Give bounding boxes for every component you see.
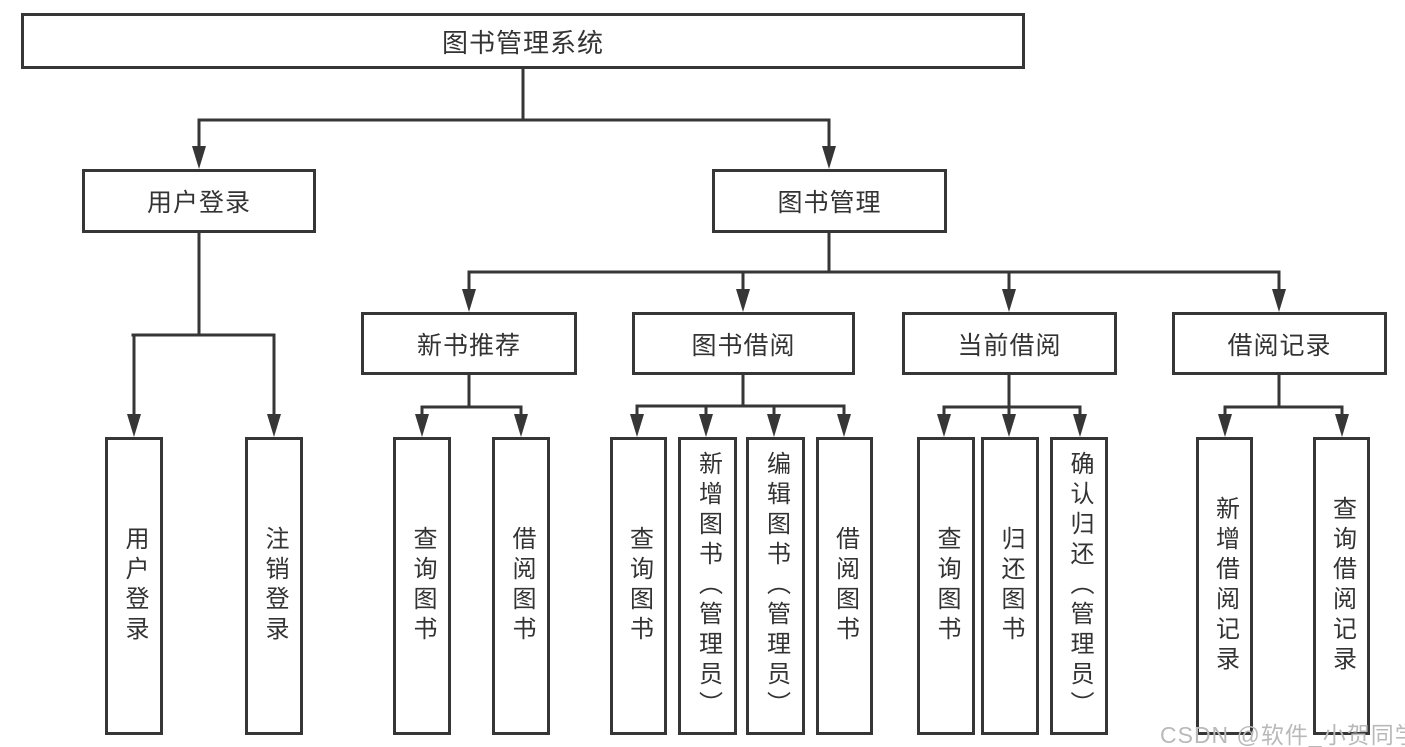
- leaf-query-book-borrow: 查询图书: [610, 437, 667, 735]
- node-root-system: 图书管理系统: [21, 13, 1025, 69]
- leaf-edit-book-admin: 编辑图书（管理员）: [746, 437, 805, 735]
- leaf-query-borrow-record: 查询借阅记录: [1313, 437, 1370, 735]
- leaf-add-book-admin: 新增图书（管理员）: [678, 437, 737, 735]
- node-user-login-branch: 用户登录: [82, 169, 316, 233]
- leaf-borrow-book-recommend: 借阅图书: [492, 437, 550, 735]
- leaf-query-book-current: 查询图书: [917, 437, 975, 735]
- leaf-confirm-return-admin: 确认归还（管理员）: [1050, 437, 1108, 735]
- leaf-borrow-book: 借阅图书: [816, 437, 873, 735]
- leaf-logout: 注销登录: [245, 437, 303, 735]
- arrowheads: [127, 146, 1349, 437]
- node-book-borrow: 图书借阅: [632, 312, 855, 375]
- leaf-user-login: 用户登录: [105, 437, 163, 735]
- node-new-book-recommend: 新书推荐: [361, 312, 577, 375]
- node-book-management-branch: 图书管理: [712, 169, 947, 233]
- leaf-add-borrow-record: 新增借阅记录: [1196, 437, 1253, 735]
- leaf-return-book: 归还图书: [981, 437, 1039, 735]
- node-current-borrow: 当前借阅: [902, 312, 1117, 375]
- node-borrow-record: 借阅记录: [1172, 312, 1387, 375]
- leaf-query-book-recommend: 查询图书: [393, 437, 451, 735]
- csdn-watermark: CSDN @软件_小贺同学: [1160, 722, 1405, 747]
